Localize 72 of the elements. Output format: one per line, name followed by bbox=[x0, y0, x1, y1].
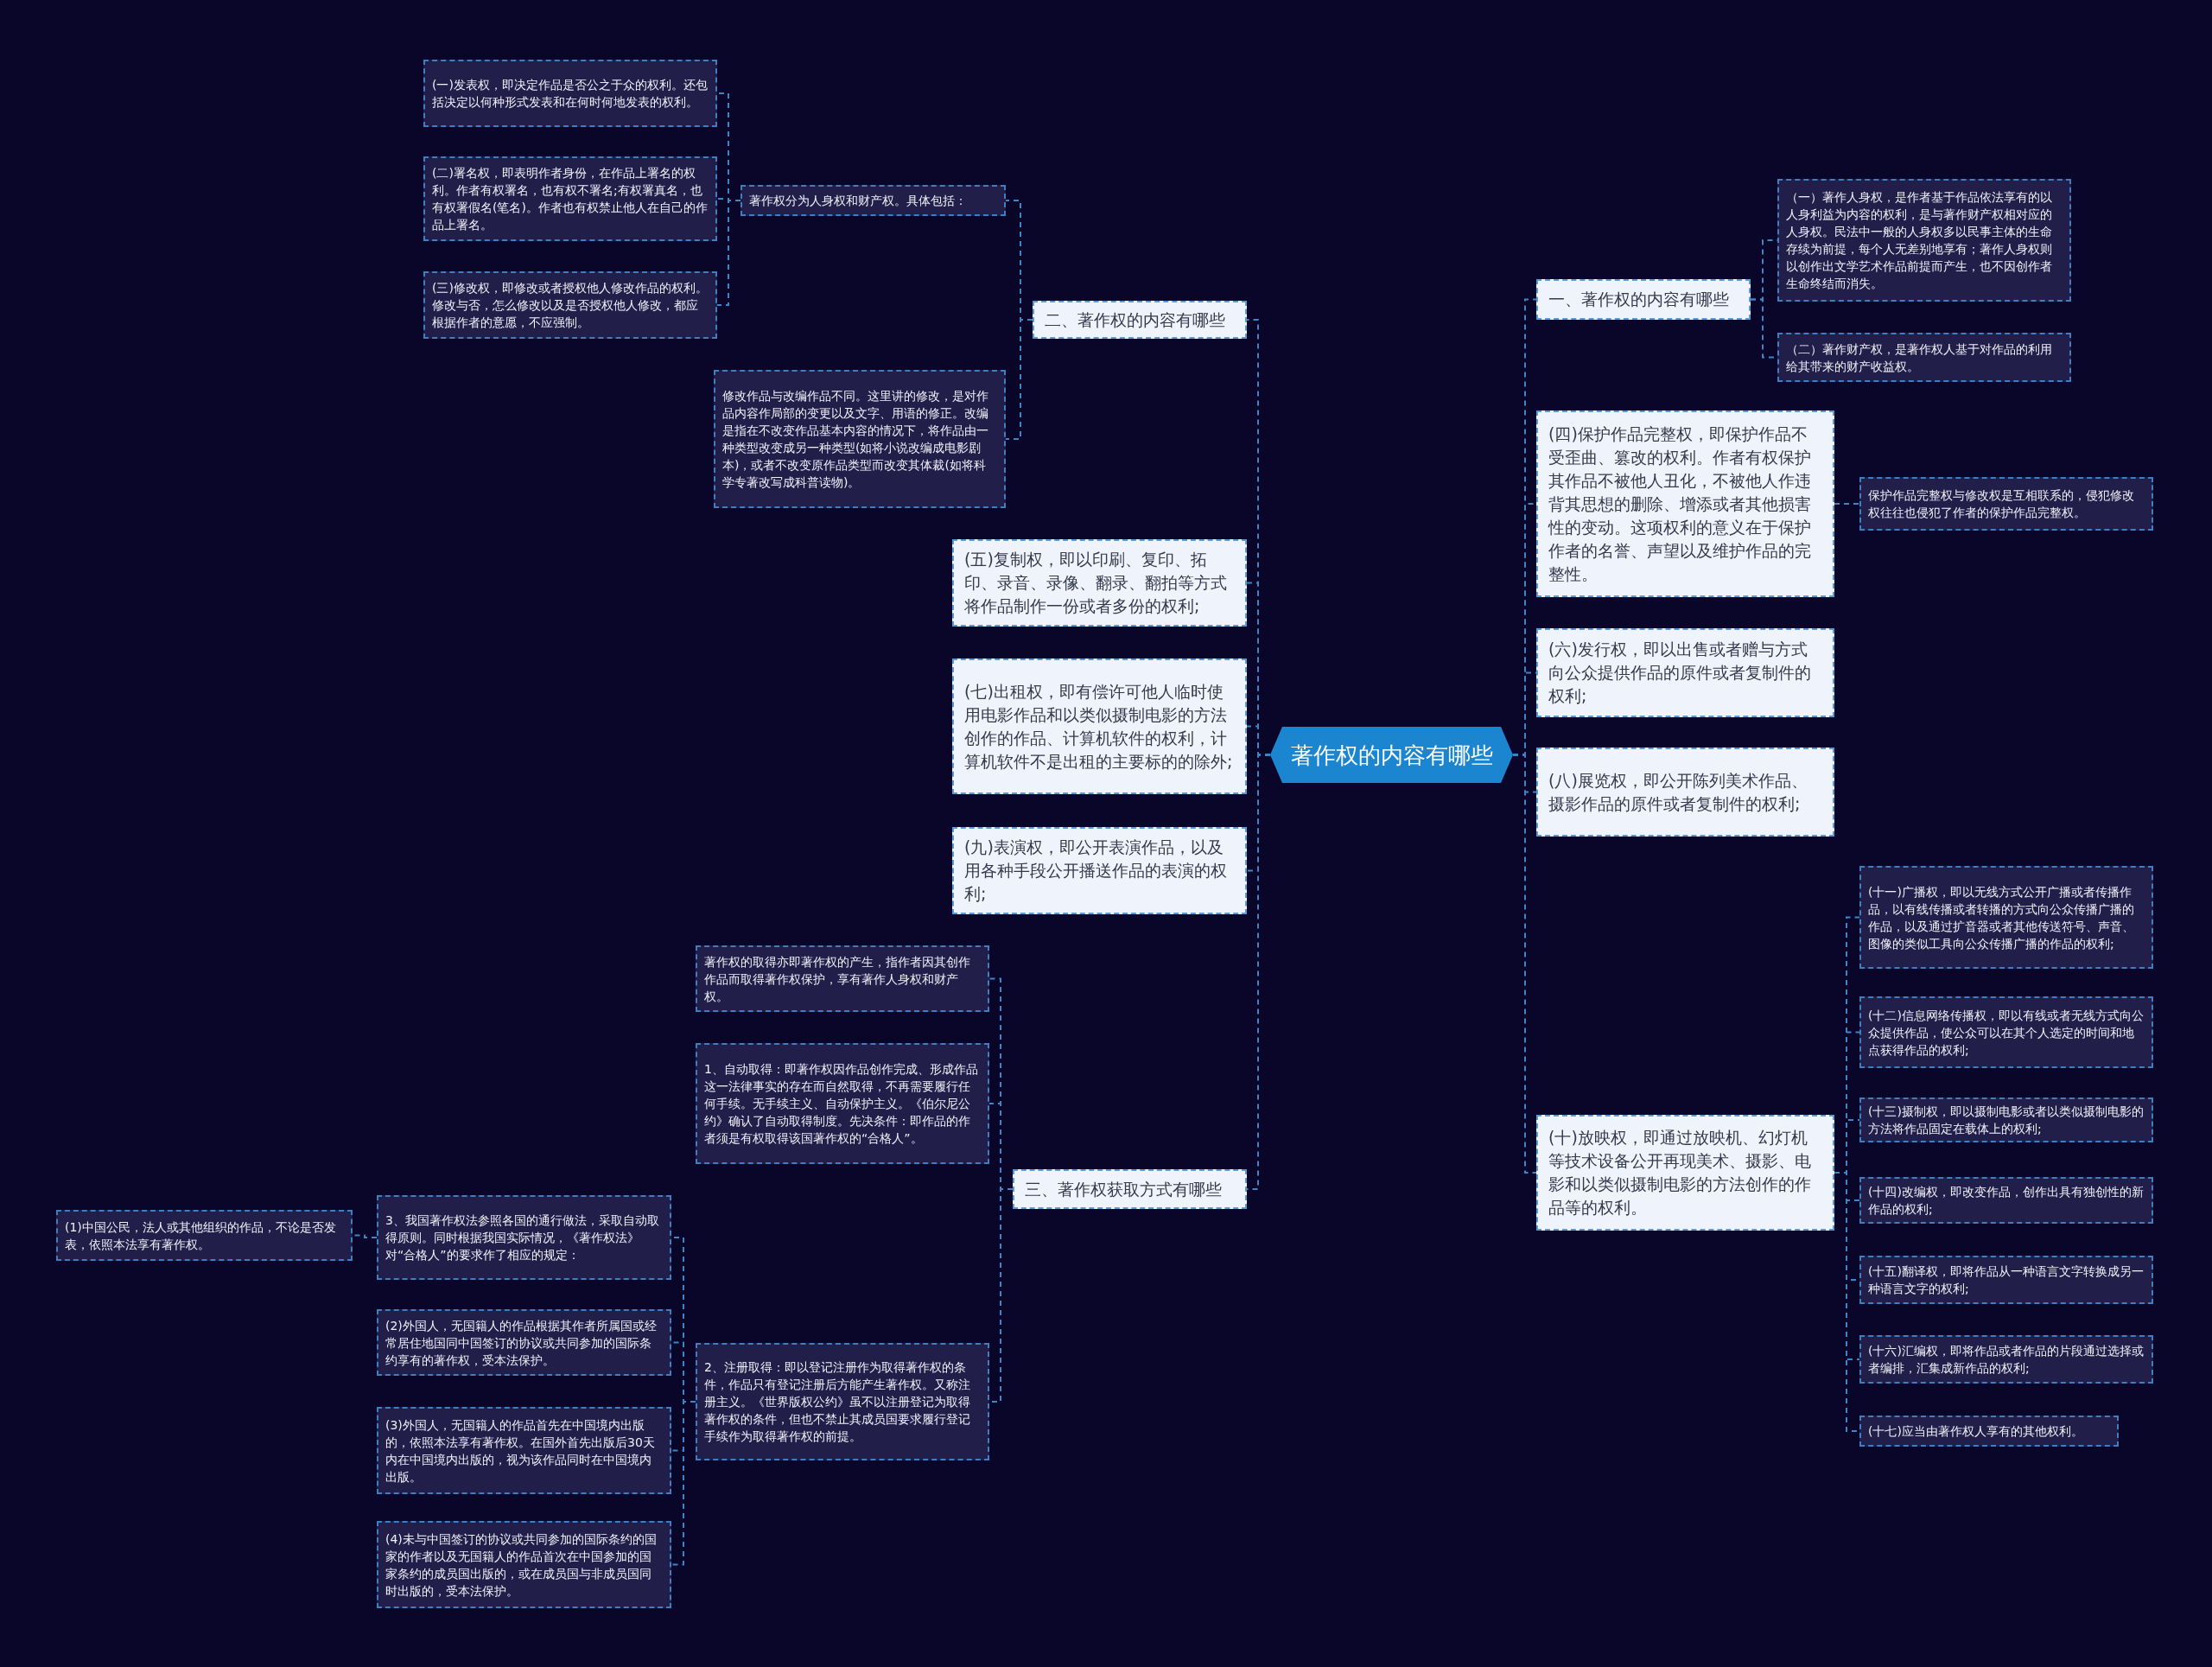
topic-box bbox=[952, 659, 1247, 794]
topic-text: (十六)汇编权，即将作品或者作品的片段通过选择或者编排，汇集成新作品的权利; bbox=[1868, 1343, 2145, 1377]
note-box bbox=[1777, 333, 2071, 382]
central-title: 著作权的内容有哪些 bbox=[1290, 741, 1493, 769]
topic-text: (八)展览权，即公开陈列美术作品、摄影作品的原件或者复制件的权利; bbox=[1548, 769, 1808, 815]
note-box bbox=[741, 185, 1006, 216]
topic-text: (四)保护作品完整权，即保护作品不受歪曲、篡改的权利。作者有权保护其作品不被他人丑化，不被他人作违背其思想的删除、增添或者其他损害性的变动。这项权利的意义在于保护作者的名誉、声望以及维护作品的完整性。 bbox=[1548, 423, 1812, 585]
topic-text: 修改作品与改编作品不同。这里讲的修改，是对作品内容作局部的变更以及文字、用语的修正。改编是指在不改变作品基本内容的情况下，将作品由一种类型改变成另一种类型(如将小说改编成电影剧本)，或者不改变原作品类型而改变其体裁(如将科学专著改写成科普读物)。 bbox=[722, 388, 989, 491]
topic-text: (十三)摄制权，即以摄制电影或者以类似摄制电影的方法将作品固定在载体上的权利; bbox=[1868, 1104, 2145, 1137]
note-box bbox=[1859, 1416, 2119, 1447]
note-box bbox=[714, 370, 1006, 508]
note-box bbox=[1859, 1335, 2153, 1384]
topic-text: (十七)应当由著作权人享有的其他权利。 bbox=[1868, 1423, 2083, 1440]
topic-text: (十五)翻译权，即将作品从一种语言文字转换成另一种语言文字的权利; bbox=[1868, 1263, 2145, 1297]
topic-text: (五)复制权，即以印刷、复印、拓印、录音、录像、翻录、翻拍等方式将作品制作一份或者多份的权利; bbox=[964, 549, 1228, 617]
topic-text: 2、注册取得：即以登记注册作为取得著作权的条件，作品只有登记注册后方能产生著作权。又称注册主义。《世界版权公约》虽不以注册登记为取得著作权的条件，但也不禁止其成员国要求履行登记手续作为取得著作权的前提。 bbox=[704, 1359, 971, 1445]
topic-box bbox=[1033, 301, 1247, 339]
topic-box bbox=[1536, 410, 1834, 597]
topic-text: (2)外国人，无国籍人的作品根据其作者所属国或经常居住地国同中国签订的协议或共同参加的国际条约享有的著作权，受本法保护。 bbox=[385, 1317, 658, 1369]
connector-line bbox=[1005, 319, 1033, 440]
topic-text: (十四)改编权，即改变作品，创作出具有独创性的新作品的权利; bbox=[1868, 1184, 2145, 1218]
note-box bbox=[423, 271, 717, 339]
topic-text: 著作权分为人身权和财产权。具体包括： bbox=[749, 193, 967, 209]
topic-text: (3)外国人，无国籍人的作品首先在中国境内出版的，依照本法享有著作权。在国外首先出版后30天内在中国境内出版的，视为该作品同时在中国境内出版。 bbox=[385, 1416, 656, 1486]
topic-text: (十)放映权，即通过放映机、幻灯机等技术设备公开再现美术、摄影、电影和以类似摄制电影的方法创作的作品等的权利。 bbox=[1548, 1127, 1812, 1218]
topic-text: (一)发表权，即决定作品是否公之于众的权利。还包括决定以何种形式发表和在何时何地发表的权利。 bbox=[432, 77, 709, 111]
note-box bbox=[696, 1043, 989, 1164]
topic-text: （二）著作财产权，是著作权人基于对作品的利用给其带来的财产收益权。 bbox=[1786, 340, 2053, 375]
note-box bbox=[377, 1309, 671, 1376]
topic-box bbox=[1536, 628, 1834, 717]
topic-box bbox=[1536, 1115, 1834, 1231]
connector-line bbox=[716, 200, 741, 306]
note-box bbox=[1859, 866, 2153, 969]
topic-text: (1)中国公民，法人或其他组织的作品，不论是否发表，依照本法享有著作权。 bbox=[65, 1218, 337, 1253]
topic-text: 一、著作权的内容有哪些 bbox=[1548, 289, 1729, 310]
topic-text: (十一)广播权，即以无线方式公开广播或者传播作品，以有线传播或者转播的方式向公众传播广播的作品，以及通过扩音器或者其他传送符号、声音、图像的类似工具向公众传播广播的作品的权利; bbox=[1868, 883, 2135, 952]
note-box bbox=[696, 1343, 989, 1460]
topic-box bbox=[952, 827, 1247, 914]
note-box bbox=[1859, 477, 2153, 531]
connector-line bbox=[671, 1401, 696, 1566]
note-box bbox=[377, 1195, 671, 1280]
topic-text: 二、著作权的内容有哪些 bbox=[1045, 309, 1225, 331]
topic-text: (三)修改权，即修改或者授权他人修改作品的权利。修改与否，怎么修改以及是否授权他人修改，都应根据作者的意愿，不应强制。 bbox=[432, 280, 709, 331]
note-box bbox=[56, 1210, 353, 1261]
note-box bbox=[1859, 1177, 2153, 1224]
topic-text: 三、著作权获取方式有哪些 bbox=[1025, 1178, 1222, 1200]
topic-text: 3、我国著作权法参照各国的通行做法，采取自动取得原则。同时根据我国实际情况，《著作权法》对“合格人”的要求作了相应的规定： bbox=[385, 1212, 660, 1263]
topic-text: (十二)信息网络传播权，即以有线或者无线方式向公众提供作品，使公众可以在其个人选定的时间和地点获得作品的权利; bbox=[1868, 1007, 2145, 1059]
note-box bbox=[423, 156, 717, 241]
topic-text: (九)表演权，即公开表演作品，以及用各种手段公开播送作品的表演的权利; bbox=[964, 837, 1228, 905]
note-box bbox=[1859, 1256, 2153, 1304]
topic-box bbox=[1536, 748, 1834, 837]
note-box bbox=[1859, 996, 2153, 1068]
note-box bbox=[696, 945, 989, 1012]
topic-text: 著作权的取得亦即著作权的产生，指作者因其创作作品而取得著作权保护，享有著作人身权和财产权。 bbox=[704, 953, 971, 1005]
note-box bbox=[1859, 1098, 2153, 1142]
note-box bbox=[423, 60, 717, 127]
note-box bbox=[377, 1521, 671, 1608]
note-box bbox=[1777, 179, 2071, 302]
topic-text: 1、自动取得：即著作权因作品创作完成、形成作品这一法律事实的存在而自然取得，不再需要履行任何手续。无手续主义、自动保护主义。《伯尔尼公约》确认了自动取得制度。先决条件：即作品的作者须是有权取得该国著作权的“合格人”。 bbox=[704, 1061, 979, 1147]
topic-text: 保护作品完整权与修改权是互相联系的，侵犯修改权往往也侵犯了作者的保护作品完整权。 bbox=[1868, 487, 2135, 521]
central-topic bbox=[1270, 727, 1513, 783]
topic-box bbox=[952, 539, 1247, 627]
topic-text: (二)署名权，即表明作者身份，在作品上署名的权利。作者有权署名，也有权不署名;有权署真名，也有权署假名(笔名)。作者也有权禁止他人在自己的作品上署名。 bbox=[432, 165, 709, 233]
topic-box bbox=[1013, 1169, 1247, 1209]
connector-line bbox=[1834, 503, 1860, 505]
topic-text: (七)出租权，即有偿许可他人临时使用电影作品和以类似摄制电影的方法创作的作品、计算机软件的权利，计算机软件不是出租的主要标的的除外; bbox=[964, 680, 1234, 773]
topic-box bbox=[1536, 279, 1751, 320]
topic-text: （一）著作人身权，是作者基于作品依法享有的以人身利益为内容的权利，是与著作财产权相对应的人身权。民法中一般的人身权多以民事主体的生命存续为前提，每个人无差别地享有；著作人身权则以创作出文学艺术作品前提而产生，也不因创作者生命终结而消失。 bbox=[1786, 189, 2053, 292]
topic-text: (六)发行权，即以出售或者赠与方式向公众提供作品的原件或者复制件的权利; bbox=[1548, 639, 1812, 707]
topic-text: (4)未与中国签订的协议或共同参加的国际条约的国家的作者以及无国籍人的作品首次在中国参加的国家条约的成员国出版的，或在成员国与非成员国同时出版的，受本法保护。 bbox=[385, 1530, 658, 1600]
note-box bbox=[377, 1407, 671, 1494]
